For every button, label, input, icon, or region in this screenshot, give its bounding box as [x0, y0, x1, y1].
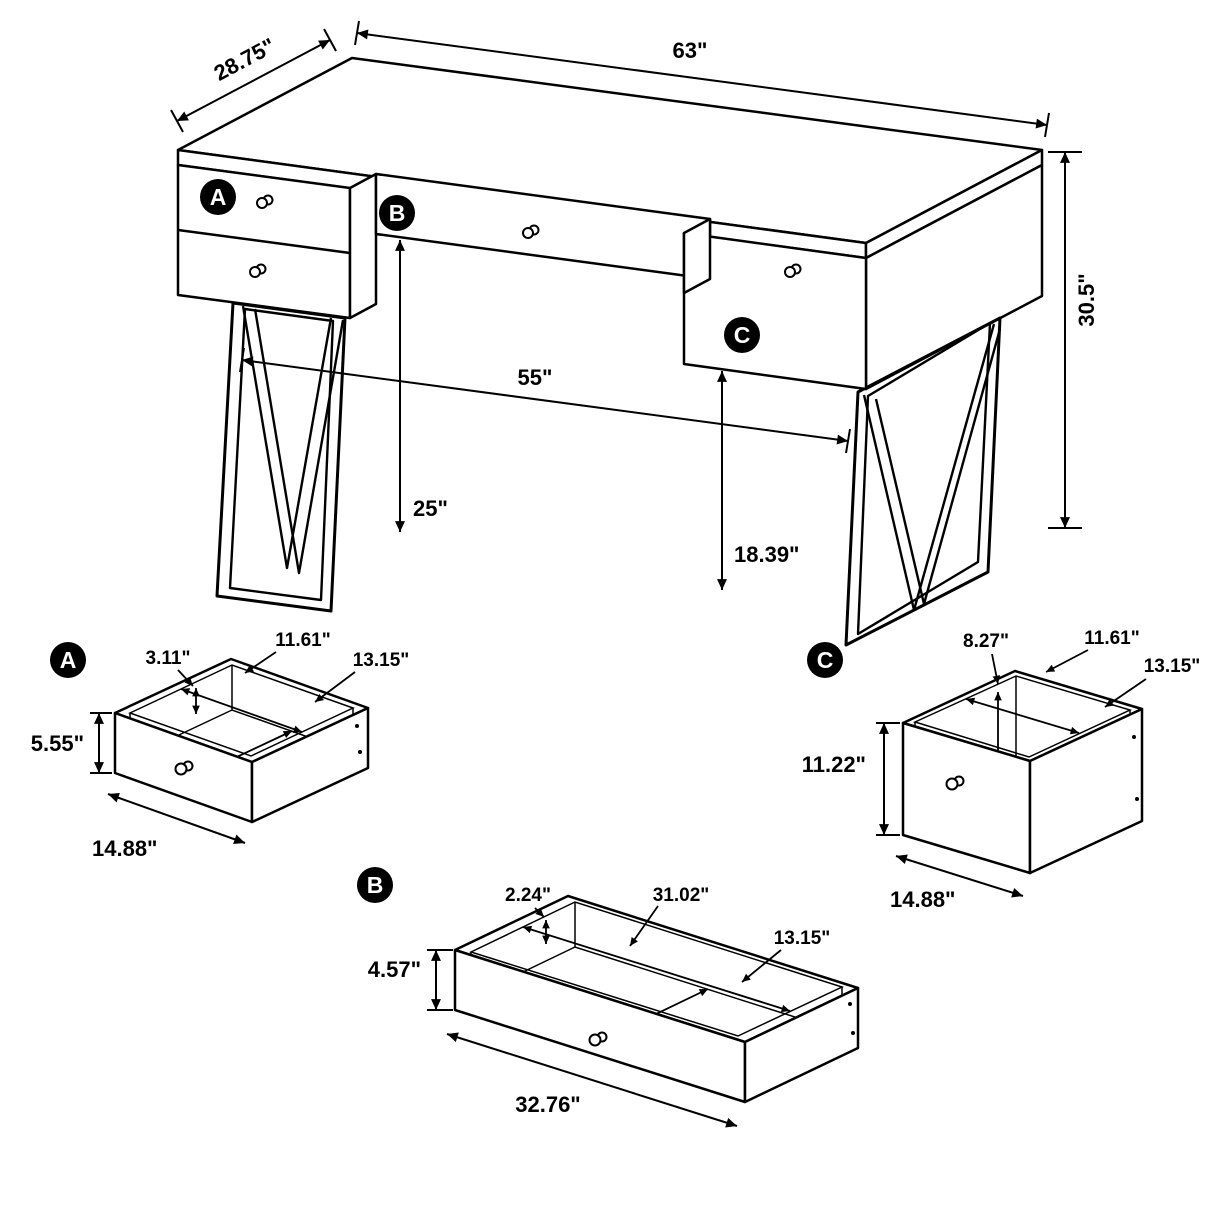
- left-leg-frame-inner: [228, 307, 335, 602]
- right-leg-v-strut-2: [874, 328, 1002, 606]
- drawer-c-badge-label: C: [817, 647, 834, 673]
- drawer-b-front-width-label: 32.76": [515, 1092, 580, 1117]
- desk-height-label: 30.5": [1074, 273, 1099, 326]
- drawer-b-right-face: [743, 986, 860, 1104]
- drawer-a-inner-width-label: 11.61": [275, 630, 331, 651]
- drawer-a-inner-depth-label: 13.15": [353, 650, 410, 671]
- drawer-b-width-dimension-line: [446, 1032, 738, 1128]
- drawer-a-screw-hole-2: [358, 750, 362, 754]
- drawer-b-inner-depth-leader: [741, 949, 782, 983]
- drawer-c-inner-width-leader: [1045, 649, 1089, 673]
- drawer-c-screw-hole-2: [1135, 797, 1139, 801]
- drawer-c-inner-height-label: 8.27": [963, 631, 1009, 652]
- drawer-c-front-height-label: 11.22": [802, 752, 866, 777]
- drawer-c-knob-face: [784, 266, 796, 278]
- right-leg-frame-inner: [856, 321, 992, 636]
- left-drawer-unit-divider: [177, 228, 351, 255]
- desk-knobs: [249, 194, 802, 278]
- clearance-width-tick-right: [845, 428, 851, 454]
- drawer-a-detail: A 3.11" 11.61" 13.15" 5.55" 14.88": [28, 628, 412, 864]
- drawer-b-detail-knob-face: [588, 1033, 602, 1047]
- desk-badge-a-circle: [200, 179, 236, 215]
- drawer-b-inner-width-leader: [629, 905, 659, 947]
- drawer-c-detail: C 8.27" 11.61" 13.15" 11.22" 14.88": [799, 626, 1203, 915]
- right-leg-v-strut: [862, 323, 996, 612]
- left-leg: [215, 301, 347, 613]
- desk-badges: A B C: [200, 179, 760, 353]
- drawer-b-badge-circle: [357, 867, 393, 903]
- drawer-b-inner-width-label: 31.02": [653, 885, 710, 906]
- drawer-c-badge-circle: [807, 642, 843, 678]
- drawer-b-detail: B 2.24" 31.02" 13.15" 4.57" 32.76": [357, 867, 860, 1128]
- drawer-c-inner-depth-leader: [1104, 678, 1147, 708]
- desk-drawing: A B C: [176, 56, 1044, 647]
- drawer-b-inner-height-leader: [534, 907, 545, 918]
- drawer-a-inner-width-arrow: [180, 688, 303, 733]
- drawer-b-inner-depth-label: 13.15": [774, 928, 831, 949]
- drawer-a-top-knob-face: [256, 197, 268, 209]
- drawer-c-width-dimension-line: [895, 854, 1024, 898]
- desk-clearance-width-label: 55": [518, 365, 553, 390]
- drawer-b-front-height-label: 4.57": [368, 957, 421, 982]
- drawer-b-screw-hole-2: [851, 1031, 855, 1035]
- drawer-a-badge-label: A: [60, 647, 77, 673]
- drawer-a-detail-knob-face: [174, 762, 188, 776]
- drawer-a-front-height-label: 5.55": [31, 731, 84, 756]
- left-drawer-unit-side: [348, 172, 378, 320]
- depth-dimension-tick-bottom: [170, 109, 184, 133]
- desk-badge-c-label: C: [734, 322, 751, 348]
- drawer-c-inner-width-arrow: [965, 697, 1080, 735]
- clearance-width-dimension-line: [241, 356, 849, 445]
- width-dimension-tick-left: [354, 20, 360, 46]
- drawer-b-knob-face: [522, 227, 534, 239]
- drawer-a-inner-depth-leader: [314, 671, 356, 703]
- drawer-a-inner-width-leader: [244, 651, 277, 674]
- drawer-b-inner-width-arrow: [522, 925, 791, 1013]
- drawer-c-right-face: [1028, 707, 1144, 875]
- desk-badge-b-label: B: [389, 200, 406, 226]
- drawer-c-inner-depth-label: 13.15": [1144, 656, 1201, 677]
- drawer-a-bottom-knob-face: [249, 266, 261, 278]
- drawer-a-screw-hole: [355, 724, 359, 728]
- drawer-c-screw-hole: [1132, 735, 1136, 739]
- drawer-a-width-dimension-line: [107, 792, 246, 845]
- right-leg-frame: [844, 316, 1002, 647]
- drawer-a-inner-height-label: 3.11": [146, 648, 191, 669]
- desk-depth-label: 28.75": [210, 33, 280, 86]
- width-dimension-line: [356, 29, 1048, 129]
- drawer-a-right-face: [250, 706, 370, 824]
- drawer-c-inner-width-label: 11.61": [1084, 628, 1140, 649]
- drawer-b-inner-height-label: 2.24": [505, 885, 551, 906]
- drawer-c-inner-height-leader: [991, 653, 1001, 685]
- right-drawer-unit-return: [682, 217, 712, 295]
- right-drawer-unit-front: [682, 231, 868, 391]
- depth-dimension-line: [176, 39, 331, 122]
- drawer-c-front-width-label: 14.88": [890, 887, 955, 912]
- drawer-b-screw-hole: [848, 1002, 852, 1006]
- desk-badge-c-circle: [724, 317, 760, 353]
- drawer-a-inner-height-leader: [177, 669, 194, 687]
- desk-width-label: 63": [673, 38, 708, 63]
- desk-knee-height-label: 25": [413, 496, 448, 521]
- drawer-a-front-width-label: 14.88": [92, 836, 157, 861]
- desk-badge-a-label: A: [210, 184, 227, 210]
- width-dimension-tick-right: [1044, 112, 1050, 138]
- depth-dimension-tick-top: [323, 28, 337, 52]
- left-leg-v-strut: [241, 305, 333, 570]
- drawer-a-badge-circle: [50, 642, 86, 678]
- right-leg: [844, 316, 1002, 647]
- drawer-b-badge-label: B: [367, 872, 384, 898]
- desk-badge-b-circle: [379, 195, 415, 231]
- drawer-c-detail-knob-face: [945, 777, 959, 791]
- left-leg-v-strut-2: [253, 308, 345, 575]
- clearance-width-tick-left: [239, 347, 245, 373]
- desk-drawer-clearance-label: 18.39": [734, 542, 799, 567]
